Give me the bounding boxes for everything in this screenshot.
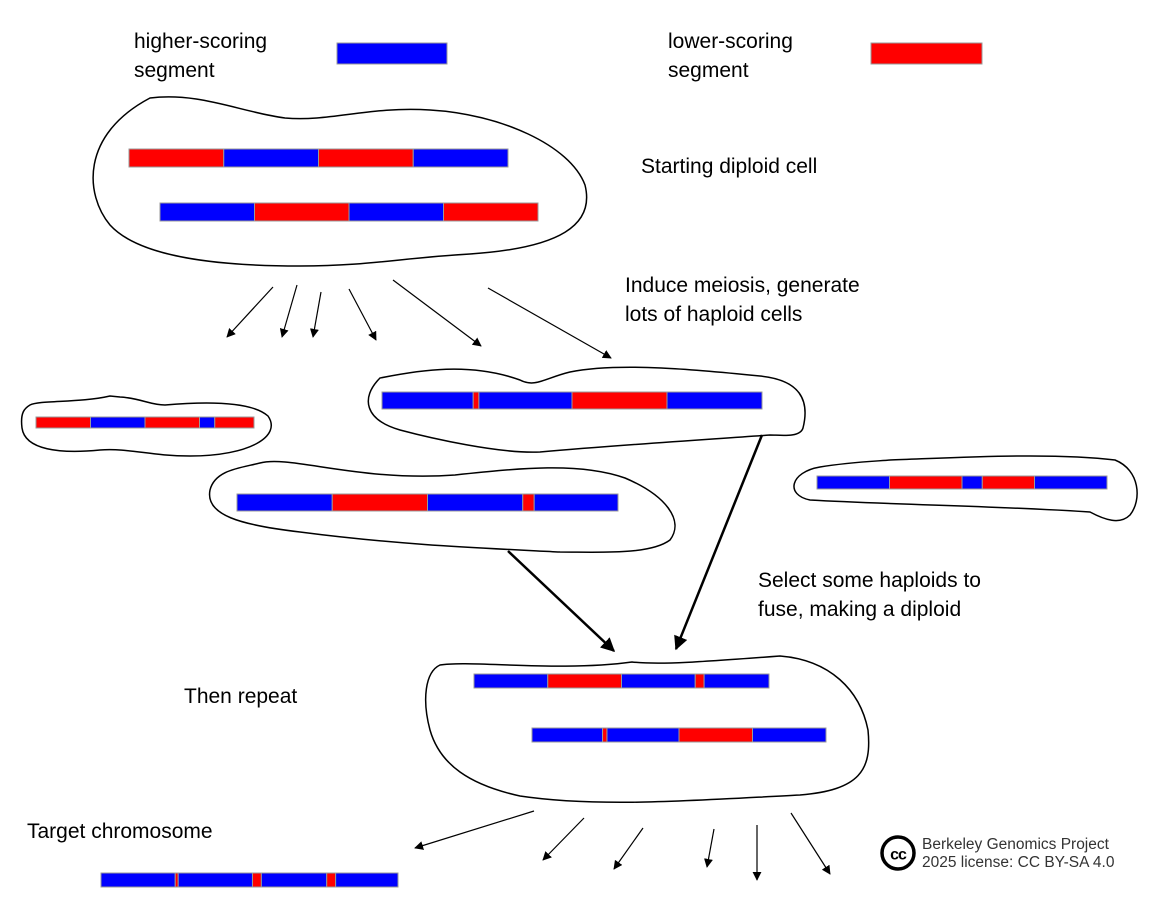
lower-scoring-segment: [251, 872, 262, 888]
lower-scoring-segment: [889, 475, 963, 490]
chromosome-haploid-left: [35, 416, 255, 429]
chromosome-fused-top: [473, 673, 770, 689]
lower-scoring-segment: [981, 475, 1035, 490]
higher-scoring-segment: [427, 493, 524, 512]
higher-scoring-segment: [666, 391, 763, 410]
lower-scoring-segment: [443, 202, 539, 222]
label-select-fuse: Select some haploids to fuse, making a d…: [758, 569, 981, 621]
repeat-arrow-6: [790, 812, 831, 875]
lower-scoring-segment: [318, 148, 414, 168]
repeat-arrow-3: [613, 827, 644, 870]
higher-scoring-segment: [816, 475, 890, 490]
repeat-arrow-2: [542, 817, 585, 861]
chromosome-haploid-right: [816, 475, 1108, 490]
meiosis-arrow-5: [392, 279, 482, 347]
credit-license: 2025 license: CC BY-SA 4.0: [922, 854, 1115, 871]
legend-label-lower: lower-scoring segment: [668, 30, 793, 82]
legend-label-higher: higher-scoring segment: [134, 30, 268, 82]
cell-outline-haploid-left: [20, 395, 272, 457]
higher-scoring-segment: [260, 872, 328, 888]
higher-scoring-segment: [478, 391, 573, 410]
lower-scoring-segment: [214, 416, 255, 429]
chromosome-start-bottom: [159, 202, 539, 222]
lower-scoring-segment: [331, 493, 428, 512]
higher-scoring-segment: [199, 416, 216, 429]
higher-scoring-segment: [412, 148, 509, 168]
label-starting-cell: Starting diploid cell: [641, 155, 818, 178]
higher-scoring-segment: [531, 727, 604, 743]
cell-outline-haploid-upper: [367, 366, 806, 453]
higher-scoring-segment: [606, 727, 680, 743]
chromosome-start-top: [128, 148, 509, 168]
meiosis-arrow-4: [348, 288, 377, 341]
lower-scoring-segment: [35, 416, 91, 429]
lower-scoring-segment: [326, 872, 337, 888]
legend-swatch-lower: [870, 42, 983, 65]
repeat-arrow-4: [704, 828, 715, 868]
lower-scoring-segment: [128, 148, 225, 168]
lower-scoring-segment: [522, 493, 535, 512]
svg-text:cc: cc: [890, 847, 907, 864]
label-then-repeat: Then repeat: [184, 685, 298, 708]
chromosome-target: [100, 872, 399, 888]
higher-scoring-segment: [100, 872, 176, 888]
cell-outline-haploid-mid: [208, 460, 676, 553]
higher-scoring-segment: [90, 416, 146, 429]
meiosis-arrow-6: [487, 287, 612, 359]
meiosis-arrow-1: [226, 286, 274, 338]
chromosome-haploid-mid: [236, 493, 619, 512]
higher-scoring-segment: [223, 148, 319, 168]
higher-scoring-segment: [533, 493, 619, 512]
repeat-arrow-1: [414, 810, 535, 850]
higher-scoring-segment: [236, 493, 333, 512]
chromosome-fused-bottom: [531, 727, 827, 743]
meiosis-arrow-2: [279, 284, 298, 338]
lower-scoring-segment: [602, 727, 608, 743]
higher-scoring-segment: [381, 391, 474, 410]
higher-scoring-segment: [703, 673, 770, 689]
higher-scoring-segment: [752, 727, 827, 743]
lower-scoring-segment: [472, 391, 480, 410]
lower-scoring-segment: [254, 202, 350, 222]
label-target-chromosome: Target chromosome: [27, 820, 213, 843]
lower-scoring-segment: [571, 391, 668, 410]
higher-scoring-segment: [473, 673, 549, 689]
higher-scoring-segment: [621, 673, 696, 689]
higher-scoring-segment: [348, 202, 444, 222]
lower-scoring-segment: [144, 416, 200, 429]
fusion-arrow-from-upper: [674, 434, 764, 651]
legend-swatch-higher: [336, 42, 448, 65]
cell-outline-starting-diploid: [92, 96, 588, 267]
label-meiosis: Induce meiosis, generate lots of haploid…: [625, 274, 860, 326]
cc-icon: cc: [880, 835, 916, 871]
cell-outline-haploid-right: [793, 455, 1138, 522]
fusion-arrow-from-mid: [507, 550, 616, 652]
lower-scoring-segment: [547, 673, 622, 689]
higher-scoring-segment: [961, 475, 983, 490]
higher-scoring-segment: [1034, 475, 1108, 490]
lower-scoring-segment: [694, 673, 705, 689]
lower-scoring-segment: [678, 727, 753, 743]
higher-scoring-segment: [177, 872, 253, 888]
higher-scoring-segment: [335, 872, 399, 888]
cell-outline-fused-diploid: [424, 655, 870, 804]
credit-project: Berkeley Genomics Project: [922, 836, 1109, 853]
chromosome-haploid-upper: [381, 391, 763, 410]
meiosis-arrow-3: [309, 291, 322, 338]
higher-scoring-segment: [159, 202, 255, 222]
